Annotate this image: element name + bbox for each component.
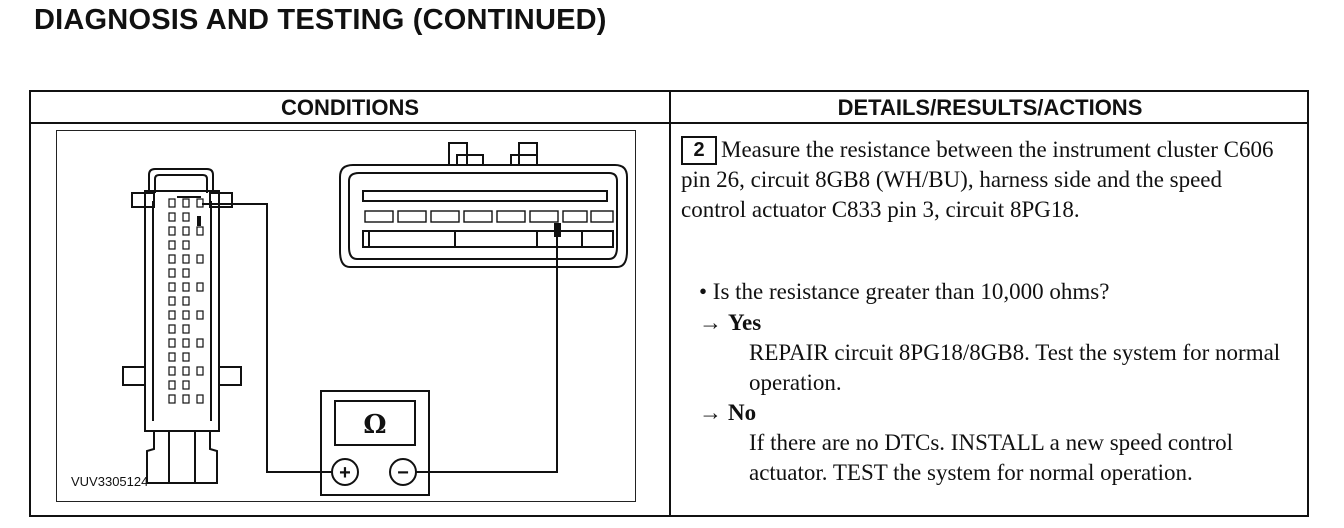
negative-terminal-icon: − — [397, 462, 409, 484]
yes-label: →Yes — [699, 308, 761, 338]
step-text: Measure the resistance between the instr… — [681, 137, 1274, 222]
cluster-connector — [122, 168, 242, 484]
actuator-connector — [339, 142, 628, 268]
figure-id: VUV3305124 — [71, 474, 149, 489]
step-number: 2 — [681, 136, 717, 165]
no-action: If there are no DTCs. INSTALL a new spee… — [749, 430, 1233, 485]
meter-lead-positive — [202, 203, 332, 473]
positive-terminal-icon: + — [339, 462, 351, 484]
yes-label-text: Yes — [728, 310, 762, 335]
page-title: DIAGNOSIS AND TESTING (CONTINUED) — [34, 4, 607, 36]
conditions-header: CONDITIONS — [280, 95, 420, 120]
wiring-figure: Ω + − VUV3305124 — [56, 130, 636, 502]
no-label-text: No — [728, 400, 757, 425]
arrow-right-icon: → — [699, 400, 722, 425]
test-question: • Is the resistance greater than 10,000 … — [699, 279, 1110, 304]
ohm-symbol: Ω — [363, 410, 386, 440]
diagnosis-table: CONDITIONS DETAILS/RESULTS/ACTIONS — [29, 90, 1309, 517]
actuator-pin-row — [364, 210, 614, 223]
meter-lead-negative — [416, 234, 558, 473]
wiring-diagram: Ω + − — [122, 142, 628, 496]
arrow-right-icon: → — [699, 310, 722, 335]
yes-action: REPAIR circuit 8PG18/8GB8. Test the syst… — [749, 340, 1281, 395]
column-divider — [669, 92, 671, 515]
ohmmeter — [320, 390, 430, 496]
cluster-pin-grid — [168, 198, 204, 404]
details-header: DETAILS/RESULTS/ACTIONS — [837, 95, 1143, 120]
no-label: →No — [699, 398, 756, 428]
